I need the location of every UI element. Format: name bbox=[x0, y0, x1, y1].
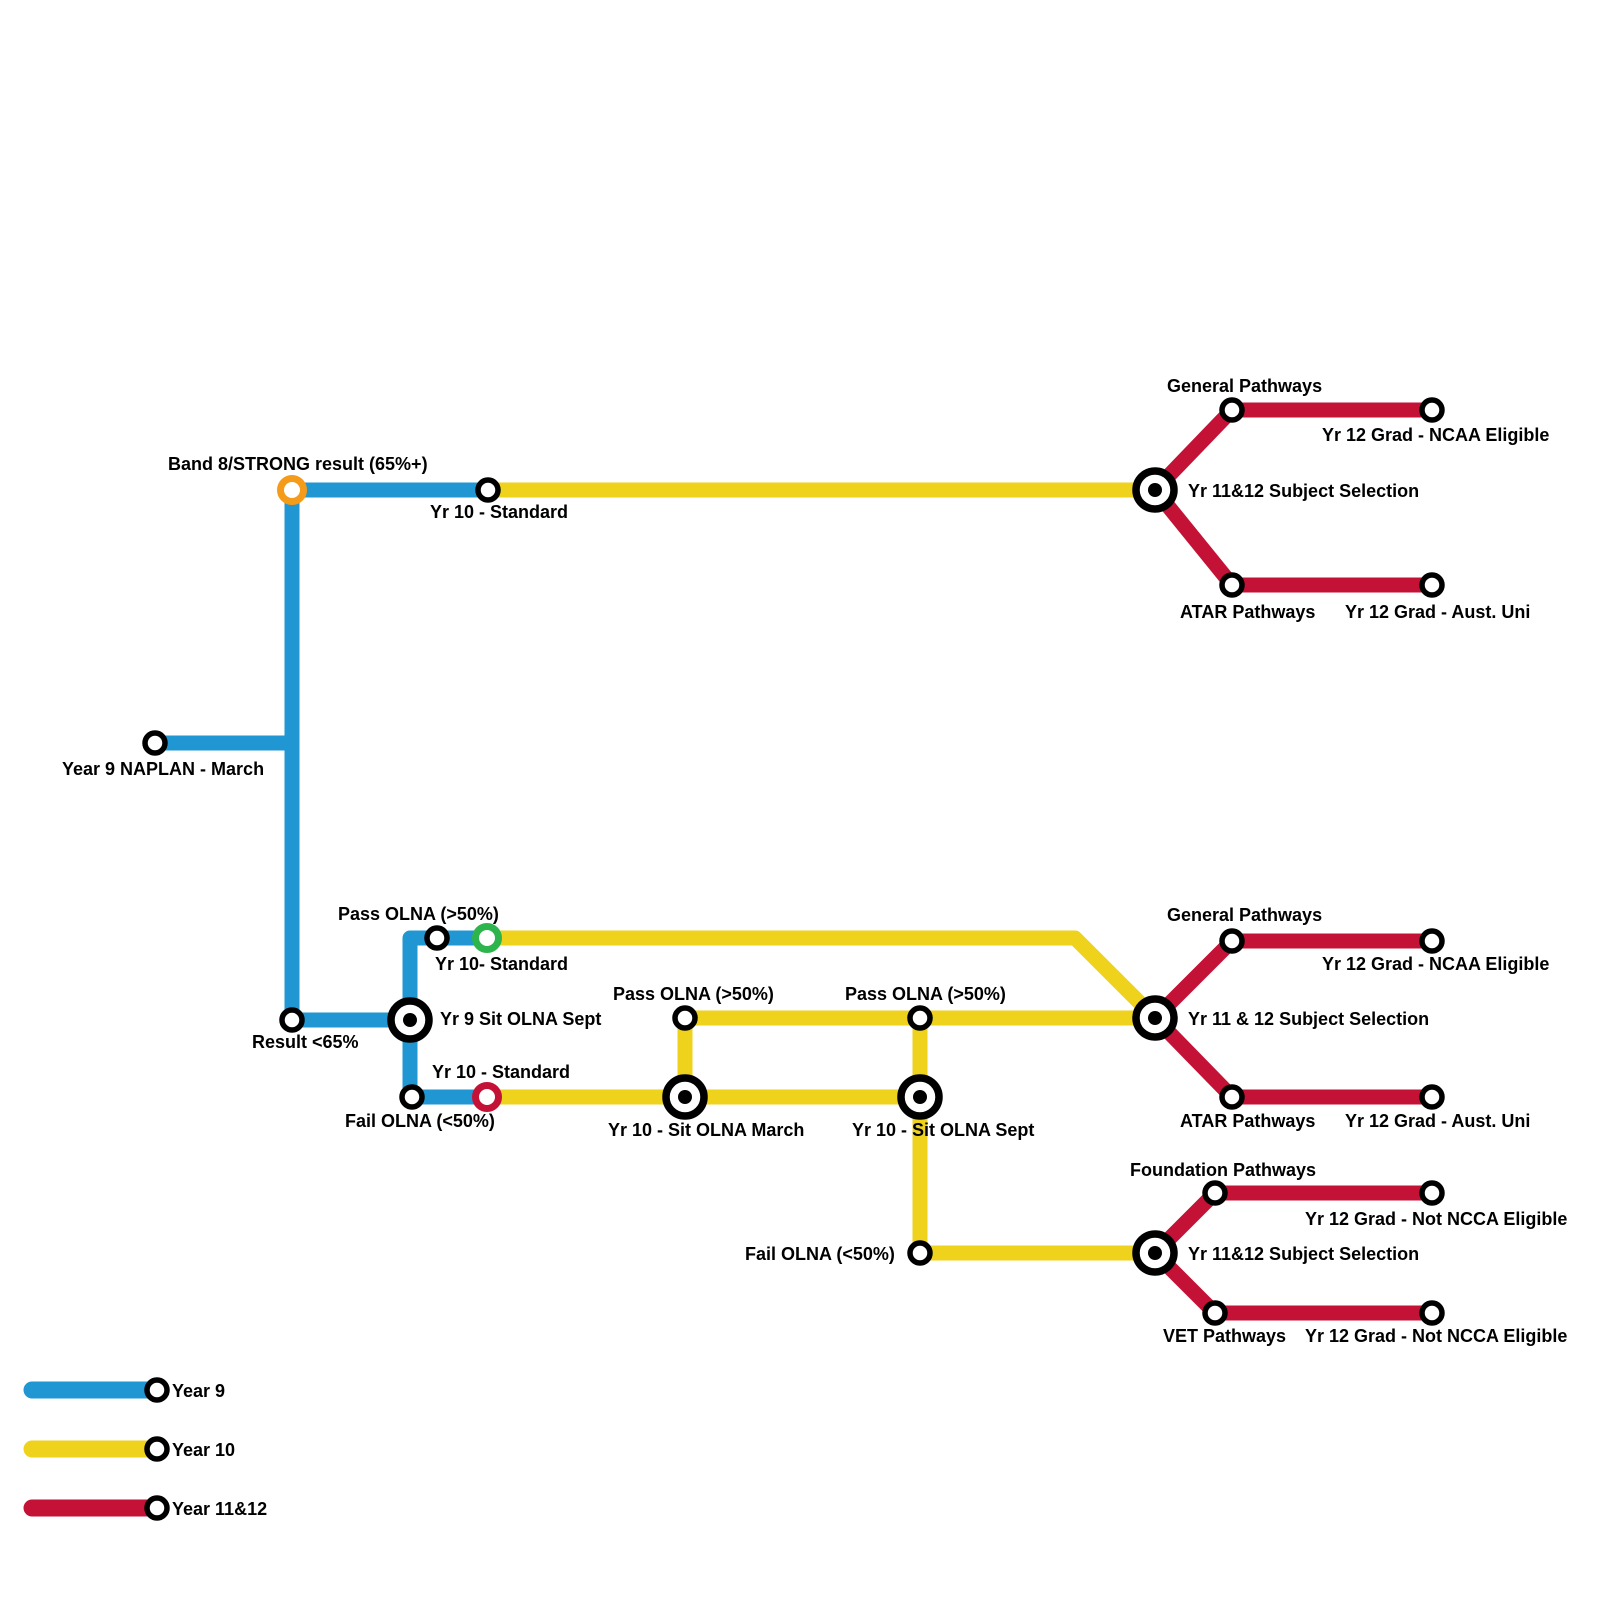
station-subject-selection-top bbox=[1132, 467, 1178, 513]
label-general-pathways-top: General Pathways bbox=[1167, 376, 1322, 396]
label-pass-olna-sept: Pass OLNA (>50%) bbox=[845, 984, 1006, 1004]
station-legend-year10-station bbox=[144, 1436, 170, 1462]
label-pass-olna-march: Pass OLNA (>50%) bbox=[613, 984, 774, 1004]
station-atar-pathways-top bbox=[1219, 572, 1245, 598]
station-pass-olna-sept bbox=[907, 1005, 933, 1031]
label-fail-olna-yr9: Fail OLNA (<50%) bbox=[345, 1111, 495, 1131]
station-yr12-grad-ncaa-top bbox=[1419, 397, 1445, 423]
label-result-below-65: Result <65% bbox=[252, 1032, 359, 1052]
label-atar-pathways-top: ATAR Pathways bbox=[1180, 602, 1315, 622]
label-foundation-pathways: Foundation Pathways bbox=[1130, 1160, 1316, 1180]
line-year1112-mid-atar bbox=[1147, 1010, 1440, 1105]
label-yr12-grad-ncaa-top: Yr 12 Grad - NCAA Eligible bbox=[1322, 425, 1549, 445]
station-fail-olna-sept bbox=[907, 1240, 933, 1266]
line-year1112-top-atar bbox=[1147, 482, 1440, 593]
label-subject-selection-bottom: Yr 11&12 Subject Selection bbox=[1188, 1244, 1419, 1264]
label-atar-pathways-mid: ATAR Pathways bbox=[1180, 1111, 1315, 1131]
label-band8-strong-result: Band 8/STRONG result (65%+) bbox=[168, 454, 428, 474]
label-pass-olna-yr9: Pass OLNA (>50%) bbox=[338, 904, 499, 924]
station-vet-pathways bbox=[1202, 1300, 1228, 1326]
station-yr10-standard-top bbox=[475, 477, 501, 503]
label-legend-year10: Year 10 bbox=[172, 1440, 235, 1460]
station-yr9-sit-olna-sept bbox=[387, 997, 433, 1043]
line-year10-pass-to-selection bbox=[479, 930, 1163, 1026]
station-pass-olna-yr9 bbox=[424, 925, 450, 951]
line-year1112-mid-general bbox=[1147, 933, 1440, 1026]
station-legend-year9-station bbox=[144, 1377, 170, 1403]
station-inner-dot bbox=[678, 1090, 692, 1104]
label-vet-pathways: VET Pathways bbox=[1163, 1326, 1286, 1346]
station-yr12-grad-not-ncca-top bbox=[1419, 1180, 1445, 1206]
station-inner-dot bbox=[913, 1090, 927, 1104]
station-inner-dot bbox=[1148, 483, 1162, 497]
station-pass-olna-march bbox=[672, 1005, 698, 1031]
station-inner-dot bbox=[1148, 1246, 1162, 1260]
label-subject-selection-mid: Yr 11 & 12 Subject Selection bbox=[1188, 1009, 1429, 1029]
label-yr12-grad-not-ncca-top: Yr 12 Grad - Not NCCA Eligible bbox=[1305, 1209, 1567, 1229]
label-yr12-grad-aust-uni-top: Yr 12 Grad - Aust. Uni bbox=[1345, 602, 1530, 622]
line-year1112-top-general bbox=[1147, 402, 1440, 498]
station-general-pathways-top bbox=[1219, 397, 1245, 423]
station-inner-dot bbox=[1148, 1011, 1162, 1025]
label-yr10-sit-olna-sept: Yr 10 - Sit OLNA Sept bbox=[852, 1120, 1034, 1140]
label-yr10-standard-top: Yr 10 - Standard bbox=[430, 502, 568, 522]
label-year9-naplan-march: Year 9 NAPLAN - March bbox=[62, 759, 264, 779]
label-yr12-grad-aust-uni-mid: Yr 12 Grad - Aust. Uni bbox=[1345, 1111, 1530, 1131]
station-yr10-standard-pass bbox=[472, 923, 502, 953]
label-yr12-grad-ncaa-mid: Yr 12 Grad - NCAA Eligible bbox=[1322, 954, 1549, 974]
label-yr10-standard-pass: Yr 10- Standard bbox=[435, 954, 568, 974]
label-yr10-sit-olna-march: Yr 10 - Sit OLNA March bbox=[608, 1120, 804, 1140]
station-yr10-sit-olna-sept bbox=[897, 1074, 943, 1120]
station-year9-naplan-march bbox=[142, 730, 168, 756]
station-yr12-grad-aust-uni-mid bbox=[1419, 1084, 1445, 1110]
station-yr10-standard-fail bbox=[472, 1082, 502, 1112]
label-yr9-sit-olna-sept: Yr 9 Sit OLNA Sept bbox=[440, 1009, 601, 1029]
line-year9-pass-branch bbox=[402, 930, 495, 1028]
label-legend-year9: Year 9 bbox=[172, 1381, 225, 1401]
label-legend-year11-12: Year 11&12 bbox=[172, 1499, 267, 1519]
station-subject-selection-mid bbox=[1132, 995, 1178, 1041]
station-foundation-pathways bbox=[1202, 1180, 1228, 1206]
station-fail-olna-yr9 bbox=[399, 1084, 425, 1110]
station-subject-selection-bottom bbox=[1132, 1230, 1178, 1276]
label-subject-selection-top: Yr 11&12 Subject Selection bbox=[1188, 481, 1419, 501]
station-result-below-65 bbox=[279, 1007, 305, 1033]
label-yr12-grad-not-ncca-bottom: Yr 12 Grad - Not NCCA Eligible bbox=[1305, 1326, 1567, 1346]
station-yr12-grad-ncaa-mid bbox=[1419, 928, 1445, 954]
station-yr10-sit-olna-march bbox=[662, 1074, 708, 1120]
label-yr10-standard-fail: Yr 10 - Standard bbox=[432, 1062, 570, 1082]
station-inner-dot bbox=[403, 1013, 417, 1027]
station-band8-strong-result bbox=[277, 475, 307, 505]
label-fail-olna-sept: Fail OLNA (<50%) bbox=[745, 1244, 895, 1264]
station-yr12-grad-not-ncca-bottom bbox=[1419, 1300, 1445, 1326]
station-legend-year11-12-station bbox=[144, 1495, 170, 1521]
label-general-pathways-mid: General Pathways bbox=[1167, 905, 1322, 925]
station-atar-pathways-mid bbox=[1219, 1084, 1245, 1110]
station-yr12-grad-aust-uni-top bbox=[1419, 572, 1445, 598]
station-general-pathways-mid bbox=[1219, 928, 1245, 954]
